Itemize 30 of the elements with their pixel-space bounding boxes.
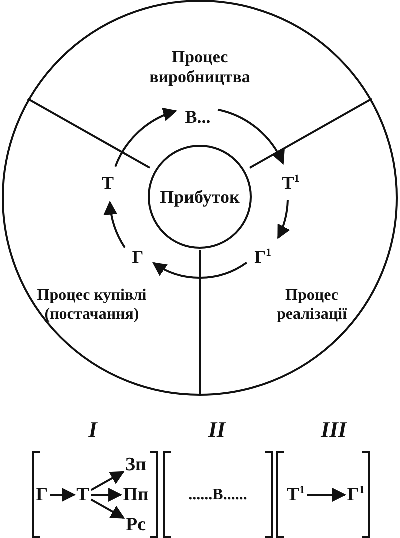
- stage-numeral: III: [320, 416, 348, 444]
- circle-node: Прибуток: [148, 145, 252, 249]
- arrow: [152, 262, 248, 279]
- arrow: [50, 488, 76, 502]
- sector-label: Процес виробництва: [148, 48, 252, 88]
- arrow: [104, 200, 126, 248]
- symbol-text: Рс: [124, 514, 148, 536]
- symbol-text: Т$^{1}$: [286, 484, 306, 506]
- sector-label: Процес купівлі (постачання): [36, 286, 148, 324]
- arrow: [307, 488, 346, 502]
- arrow: [90, 471, 125, 492]
- arrow: [114, 108, 178, 168]
- formula-text: ......В......: [188, 485, 248, 505]
- symbol-text: Пп: [122, 484, 150, 506]
- symbol-text: В...: [184, 107, 212, 127]
- arrow: [90, 498, 126, 520]
- stage-numeral: II: [207, 416, 228, 444]
- sector-label: Процес реалізації: [276, 286, 348, 324]
- symbol-text: Т$^{1}$: [281, 173, 301, 193]
- symbol-text: Г$^{1}$: [346, 484, 366, 506]
- arrow: [277, 200, 290, 240]
- stage-numeral: I: [88, 416, 99, 444]
- arrow: [91, 488, 123, 502]
- symbol-text: Т: [101, 173, 115, 193]
- symbol-text: Зп: [124, 454, 148, 476]
- symbol-text: Г: [131, 247, 145, 267]
- symbol-text: Г$^{1}$: [254, 247, 272, 267]
- arrow: [218, 108, 284, 166]
- symbol-text: Т: [76, 484, 90, 506]
- symbol-text: Г: [34, 484, 50, 506]
